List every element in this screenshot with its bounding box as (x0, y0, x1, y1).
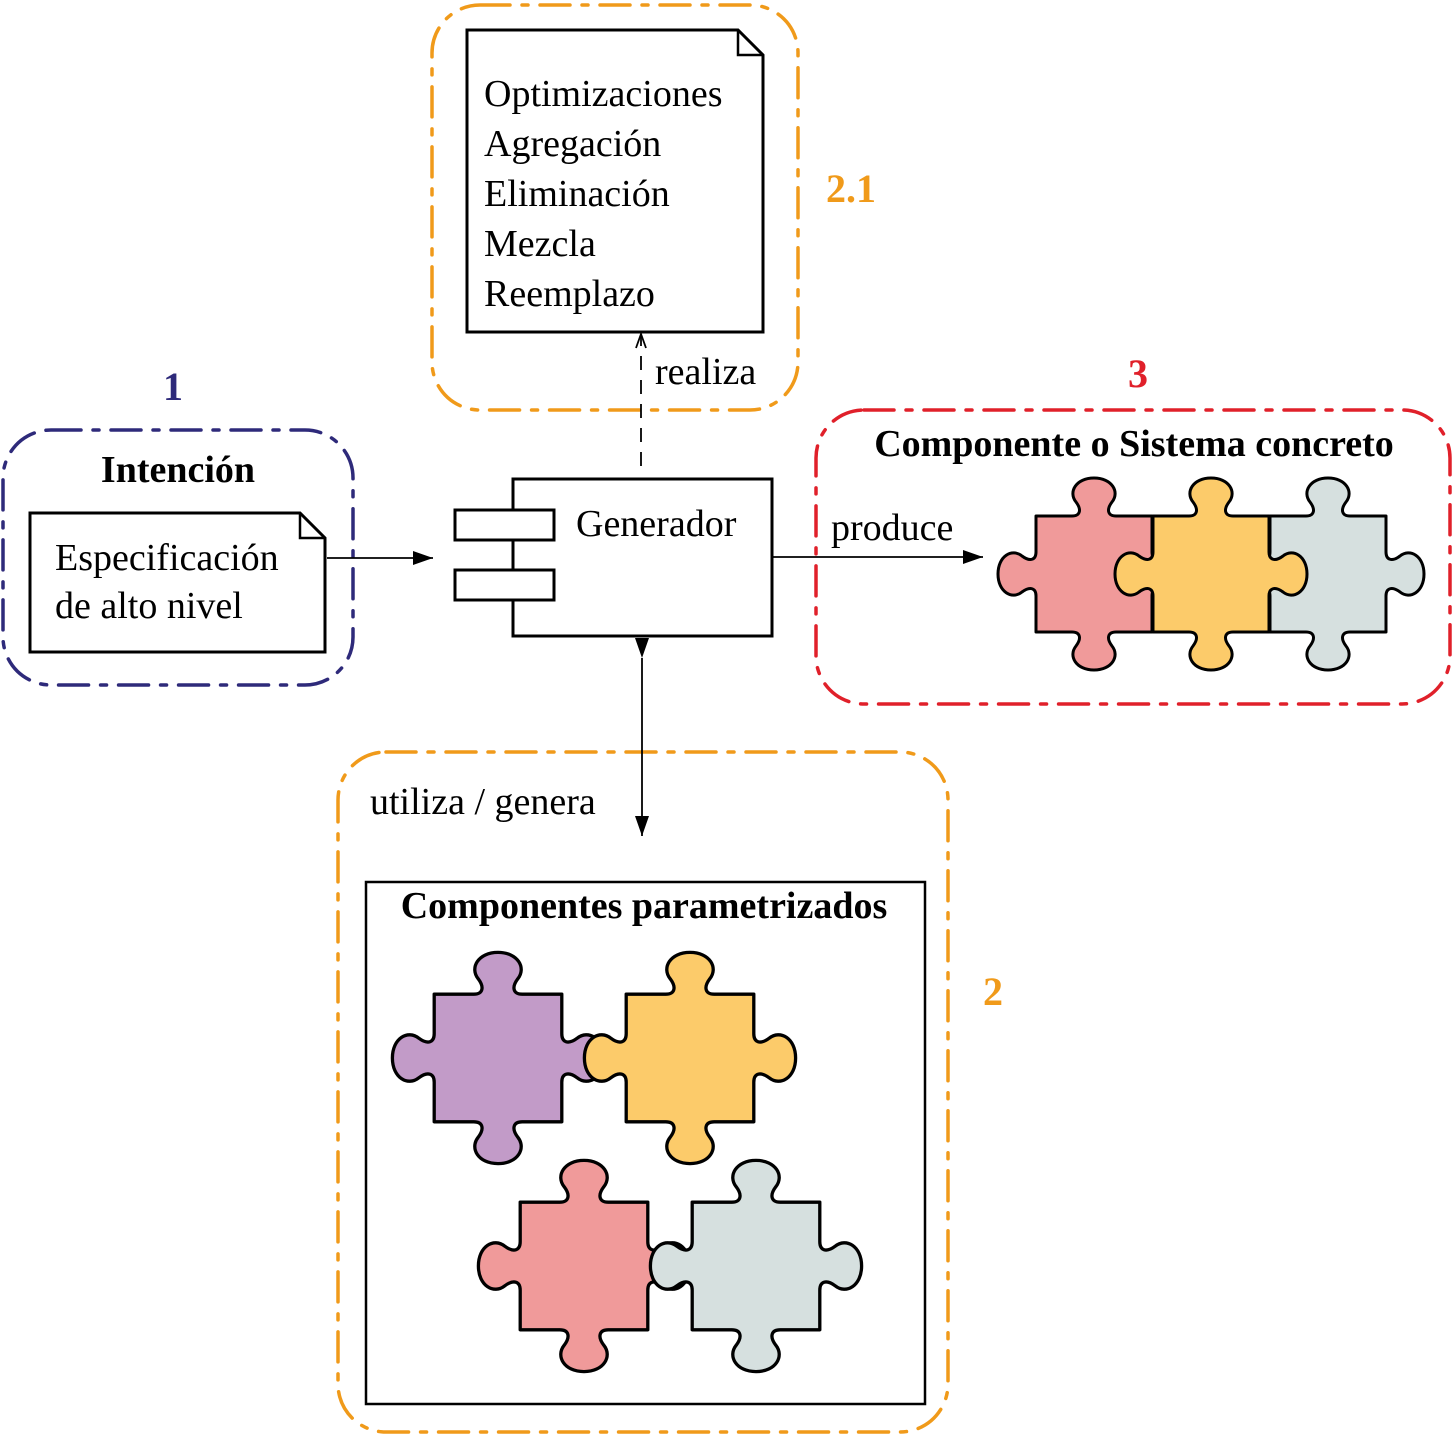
optimizations-line: Optimizaciones (484, 73, 722, 115)
components-group-number: 2 (983, 969, 1003, 1014)
intention-document: Especificación de alto nivel (28, 511, 327, 654)
system-group-border (814, 408, 1452, 706)
generator-label: Generador (576, 503, 737, 545)
optimizations-document: Optimizaciones Agregación Eliminación Me… (465, 28, 765, 334)
intention-doc-line: Especificación (55, 537, 279, 579)
optimizations-line: Mezcla (484, 223, 596, 265)
document-icon (465, 28, 765, 334)
document-icon (28, 511, 327, 654)
system-group-number: 3 (1128, 351, 1148, 396)
assembled-puzzle (996, 476, 1426, 672)
component-icon (453, 508, 556, 602)
uses-label: utiliza / genera (370, 781, 596, 823)
optimizations-line: Eliminación (484, 173, 670, 215)
components-title: Componentes parametrizados (401, 885, 888, 927)
produce-label: produce (831, 507, 953, 549)
optimizations-group-border (430, 3, 800, 412)
system-title: Componente o Sistema concreto (874, 423, 1394, 465)
optimizations-line: Agregación (484, 123, 661, 165)
optimizations-group-number: 2.1 (826, 166, 876, 211)
realiza-label: realiza (655, 351, 756, 393)
intention-group-number: 1 (163, 364, 183, 409)
intention-doc-line: de alto nivel (55, 585, 243, 627)
puzzle-piece-icon (1113, 476, 1309, 672)
generator-component: Generador (453, 477, 774, 638)
optimizations-line: Reemplazo (484, 273, 655, 315)
intention-title: Intención (101, 449, 255, 491)
